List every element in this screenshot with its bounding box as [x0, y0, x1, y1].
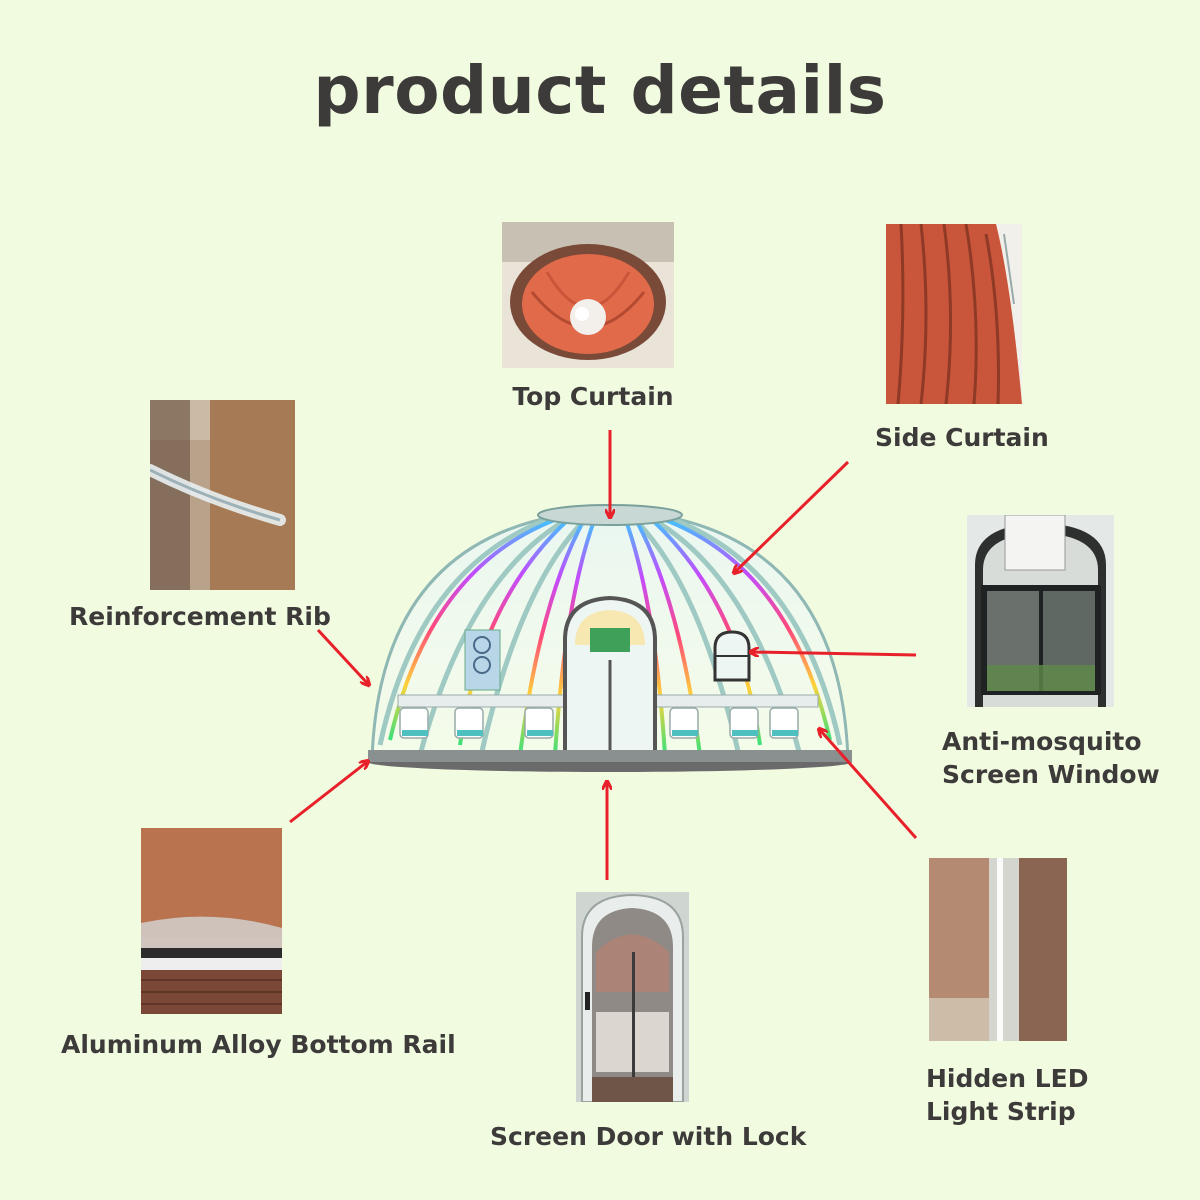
- side-curtain-photo: [886, 224, 1022, 404]
- page-title: product details: [313, 52, 887, 129]
- screen-window-label-line1: Anti-mosquito: [942, 727, 1142, 756]
- led-strip-photo: [929, 858, 1067, 1041]
- arrow-screen-window: [752, 652, 917, 655]
- bottom-rail-label: Aluminum Alloy Bottom Rail: [61, 1030, 456, 1059]
- side-curtain-label: Side Curtain: [875, 423, 1049, 452]
- arrow-reinforcement-rib: [316, 628, 368, 684]
- arrow-side-curtain: [735, 460, 850, 572]
- screen-door-photo: [576, 892, 689, 1102]
- led-strip-label-line1: Hidden LED: [926, 1064, 1089, 1093]
- top-curtain-label: Top Curtain: [512, 382, 674, 411]
- bottom-rail-photo: [141, 828, 282, 1014]
- screen-window-photo: [967, 515, 1114, 707]
- arrow-led-strip: [820, 730, 918, 839]
- led-strip-label-line2: Light Strip: [926, 1097, 1076, 1126]
- screen-door-label: Screen Door with Lock: [490, 1122, 807, 1151]
- screen-window-label-line2: Screen Window: [942, 760, 1160, 789]
- top-curtain-photo: [502, 222, 674, 368]
- reinforcement-rib-photo: [150, 400, 295, 590]
- arrow-bottom-rail: [289, 762, 367, 824]
- reinforcement-rib-label: Reinforcement Rib: [69, 602, 331, 631]
